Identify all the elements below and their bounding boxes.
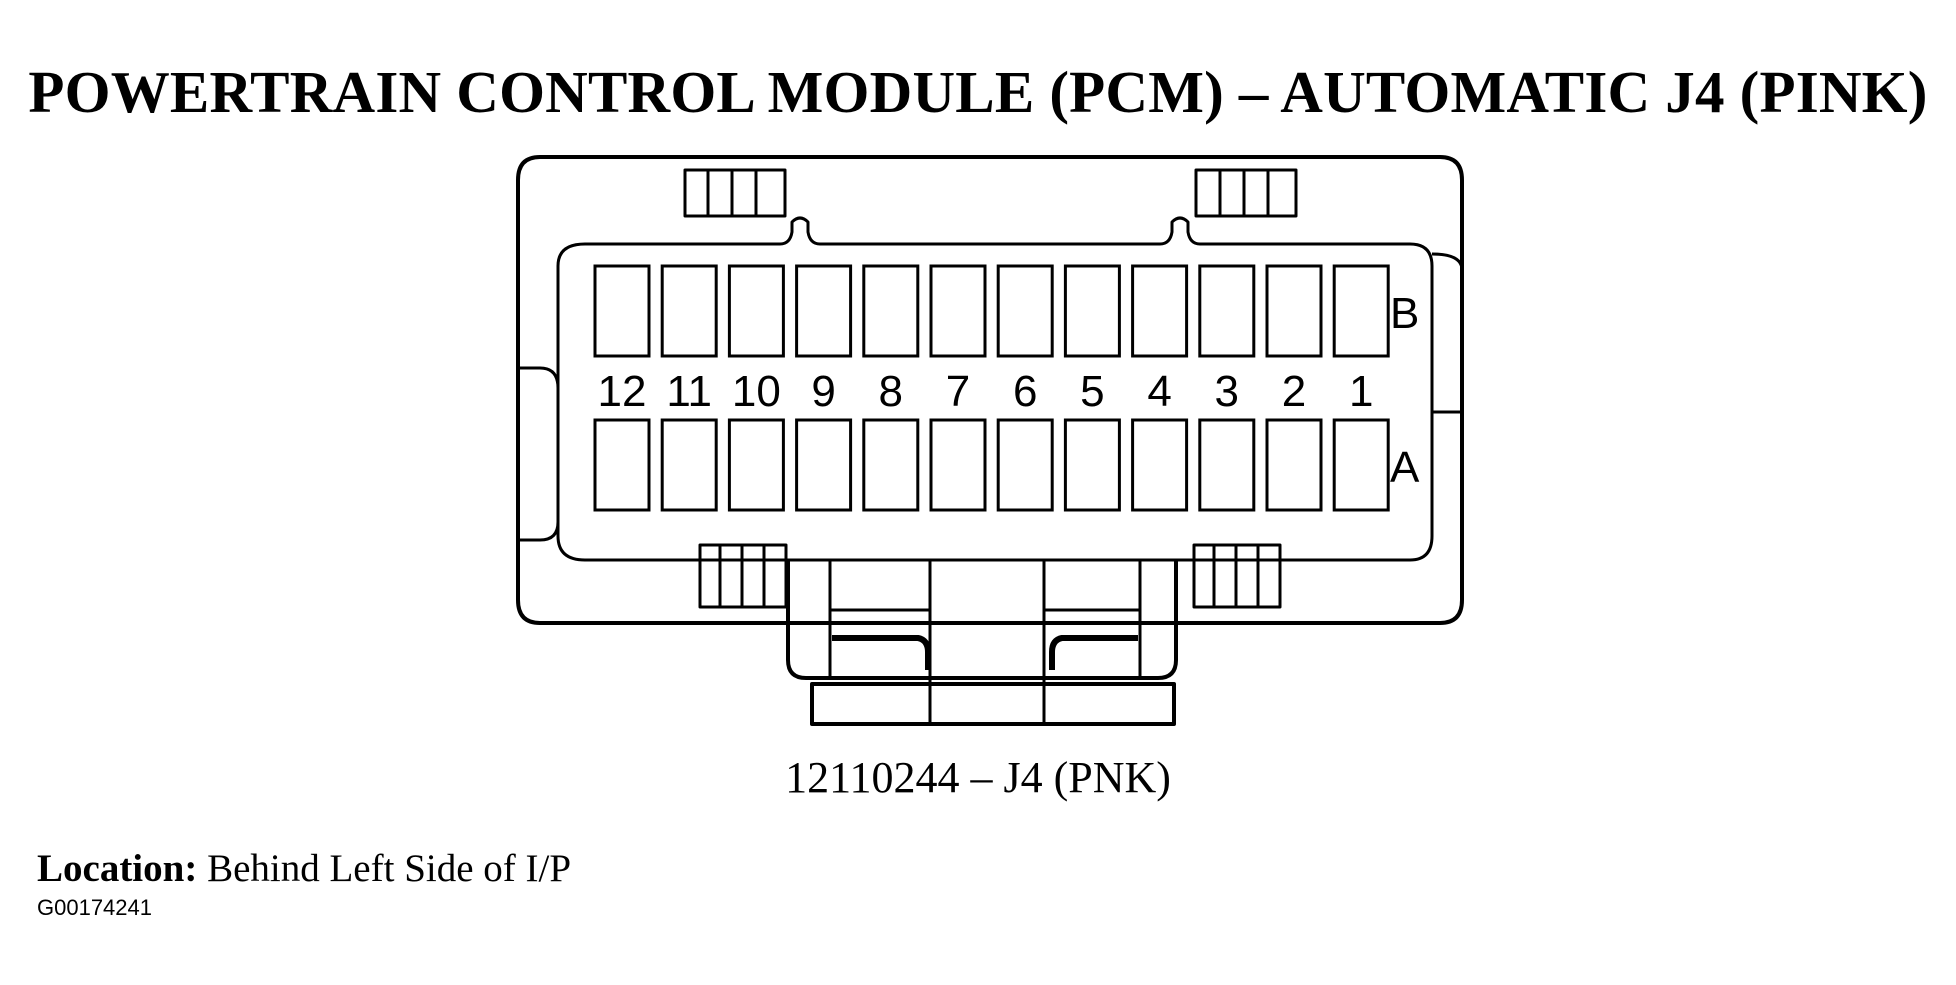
left-clip bbox=[832, 635, 931, 670]
pin-number-7: 7 bbox=[946, 367, 970, 416]
pin-cavity-b1 bbox=[1332, 264, 1390, 358]
row-label-a: A bbox=[1390, 443, 1420, 492]
pin-cavity-a4 bbox=[1131, 418, 1189, 512]
part-number-label: 12110244 – J4 (PNK) bbox=[785, 753, 1171, 802]
pin-number-1: 1 bbox=[1349, 367, 1373, 416]
boot-center-tab bbox=[928, 558, 1046, 726]
pin-cavity-a1 bbox=[1332, 418, 1390, 512]
top-left-latch bbox=[683, 168, 787, 218]
location-label: Location: bbox=[37, 847, 198, 890]
pin-cavity-b10 bbox=[727, 264, 785, 358]
connector-cavity bbox=[556, 216, 1434, 562]
pin-cavity-a2 bbox=[1265, 418, 1323, 512]
pin-number-12: 12 bbox=[598, 367, 647, 416]
pin-cavity-a9 bbox=[795, 418, 853, 512]
pin-cavity-b6 bbox=[996, 264, 1054, 358]
location-value: Behind Left Side of I/P bbox=[197, 847, 572, 890]
pin-number-11: 11 bbox=[666, 367, 712, 416]
pin-number-6: 6 bbox=[1013, 367, 1037, 416]
left-side-notch bbox=[518, 366, 560, 542]
pin-cavity-a12 bbox=[593, 418, 651, 512]
pin-cavity-b7 bbox=[929, 264, 987, 358]
pin-cavity-b8 bbox=[862, 264, 920, 358]
row-label-b: B bbox=[1390, 289, 1419, 338]
figure-id: G00174241 bbox=[37, 895, 152, 920]
pin-cavity-a5 bbox=[1063, 418, 1121, 512]
pin-cavity-b5 bbox=[1063, 264, 1121, 358]
pin-cavity-b11 bbox=[660, 264, 718, 358]
diagram-title: POWERTRAIN CONTROL MODULE (PCM) – AUTOMA… bbox=[28, 59, 1928, 125]
pin-cavity-b4 bbox=[1131, 264, 1189, 358]
pin-cavity-a11 bbox=[660, 418, 718, 512]
pin-cavity-b12 bbox=[593, 264, 651, 358]
pin-cavity-a6 bbox=[996, 418, 1054, 512]
pin-cavity-b2 bbox=[1265, 264, 1323, 358]
pin-cavity-a3 bbox=[1198, 418, 1256, 512]
connector-housing bbox=[516, 155, 1464, 625]
boot-base bbox=[810, 682, 1176, 726]
connector-boot bbox=[786, 560, 1178, 680]
pin-number-10: 10 bbox=[732, 367, 781, 416]
pin-cavity-b9 bbox=[795, 264, 853, 358]
pin-number-9: 9 bbox=[811, 367, 835, 416]
right-clip bbox=[1049, 635, 1138, 670]
pin-number-2: 2 bbox=[1282, 367, 1306, 416]
pin-cavity-a10 bbox=[727, 418, 785, 512]
top-right-latch bbox=[1194, 168, 1298, 218]
pin-cavity-b3 bbox=[1198, 264, 1256, 358]
location-line: Location: Behind Left Side of I/P bbox=[37, 846, 571, 891]
pin-number-4: 4 bbox=[1147, 367, 1171, 416]
pin-cavity-a8 bbox=[862, 418, 920, 512]
pin-number-5: 5 bbox=[1080, 367, 1104, 416]
right-side-notch bbox=[1431, 252, 1464, 414]
pin-number-3: 3 bbox=[1215, 367, 1239, 416]
pin-cavity-a7 bbox=[929, 418, 987, 512]
pin-number-8: 8 bbox=[879, 367, 903, 416]
